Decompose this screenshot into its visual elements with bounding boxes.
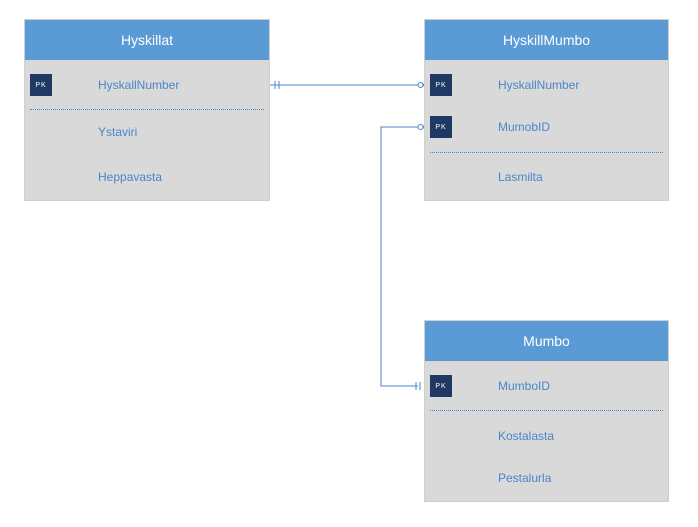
entity-title: HyskillMumbo bbox=[425, 20, 668, 60]
relationship-mumbo-hyskillmumbo bbox=[380, 121, 429, 390]
attribute-name: Pestalurla bbox=[498, 471, 552, 485]
attribute-row-pk[interactable]: PK HyskallNumber bbox=[425, 74, 668, 96]
attribute-row[interactable]: Heppavasta bbox=[25, 166, 269, 188]
connector-line bbox=[380, 126, 418, 387]
entity-title: Hyskillat bbox=[25, 20, 269, 60]
entity-hyskillmumbo[interactable]: HyskillMumbo PK HyskallNumber PK MumobID… bbox=[425, 20, 668, 200]
attribute-row[interactable]: Ystaviri bbox=[25, 121, 269, 143]
attribute-name: HyskallNumber bbox=[498, 78, 580, 92]
attribute-row[interactable]: Lasmilta bbox=[425, 166, 668, 188]
attribute-row[interactable]: Kostalasta bbox=[425, 425, 668, 447]
zero-optional-marker bbox=[417, 82, 424, 88]
primary-key-badge: PK bbox=[430, 74, 452, 96]
attribute-name: MumobID bbox=[498, 120, 551, 134]
zero-optional-marker bbox=[417, 124, 424, 130]
attribute-name: MumboID bbox=[498, 379, 551, 393]
pk-divider bbox=[430, 152, 663, 153]
attribute-row-pk[interactable]: PK HyskallNumber bbox=[25, 74, 269, 96]
attribute-name: Ystaviri bbox=[98, 125, 138, 139]
pk-divider bbox=[430, 410, 663, 411]
attribute-name: Lasmilta bbox=[498, 170, 543, 184]
primary-key-badge: PK bbox=[30, 74, 52, 96]
attribute-row-pk[interactable]: PK MumobID bbox=[425, 116, 668, 138]
attribute-row-pk[interactable]: PK MumboID bbox=[425, 375, 668, 397]
entity-hyskillat[interactable]: Hyskillat PK HyskallNumber Ystaviri Hepp… bbox=[25, 20, 269, 200]
entity-title: Mumbo bbox=[425, 321, 668, 361]
entity-mumbo[interactable]: Mumbo PK MumboID Kostalasta Pestalurla bbox=[425, 321, 668, 501]
attribute-name: HyskallNumber bbox=[98, 78, 180, 92]
primary-key-badge: PK bbox=[430, 375, 452, 397]
pk-divider bbox=[30, 109, 264, 110]
primary-key-badge: PK bbox=[430, 116, 452, 138]
attribute-row[interactable]: Pestalurla bbox=[425, 467, 668, 489]
relationship-hyskillat-hyskillmumbo bbox=[268, 79, 429, 91]
attribute-name: Heppavasta bbox=[98, 170, 163, 184]
attribute-name: Kostalasta bbox=[498, 429, 555, 443]
